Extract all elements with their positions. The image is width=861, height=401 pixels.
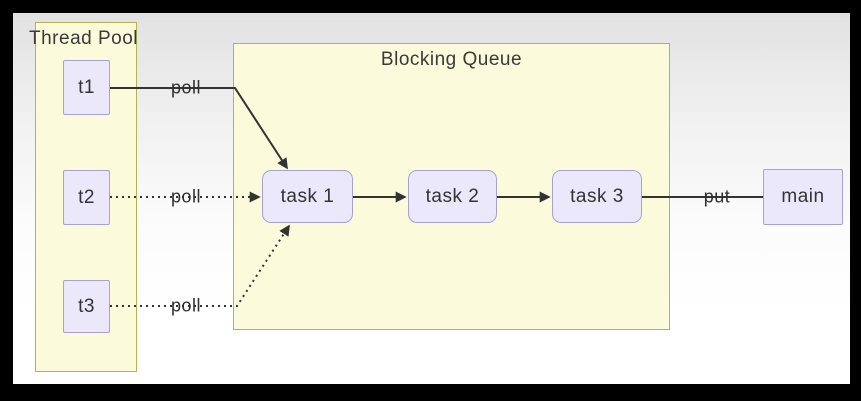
node-label: main — [781, 186, 825, 207]
node-label: t2 — [78, 186, 95, 208]
node-t2: t2 — [63, 170, 110, 225]
node-main: main — [763, 169, 843, 225]
blocking-queue-title: Blocking Queue — [380, 49, 523, 70]
edge-label-poll-t3: poll — [170, 295, 202, 316]
node-task-2: task 2 — [408, 170, 497, 223]
edge-label-poll-t2: poll — [170, 186, 202, 207]
node-task-1: task 1 — [262, 170, 353, 223]
thread-pool-title: Thread Pool — [29, 28, 139, 49]
node-label: task 2 — [425, 185, 480, 207]
node-t1: t1 — [63, 60, 110, 115]
diagram-canvas: Thread Pool Blocking Queue poll poll pol… — [13, 13, 850, 384]
edge-label-put: put — [703, 186, 731, 207]
node-label: t3 — [78, 295, 95, 317]
node-label: t1 — [78, 76, 95, 98]
node-t3: t3 — [63, 280, 110, 333]
node-task-3: task 3 — [552, 170, 642, 223]
node-label: task 1 — [280, 185, 335, 207]
edge-label-poll-t1: poll — [170, 77, 202, 98]
node-label: task 3 — [570, 185, 624, 207]
